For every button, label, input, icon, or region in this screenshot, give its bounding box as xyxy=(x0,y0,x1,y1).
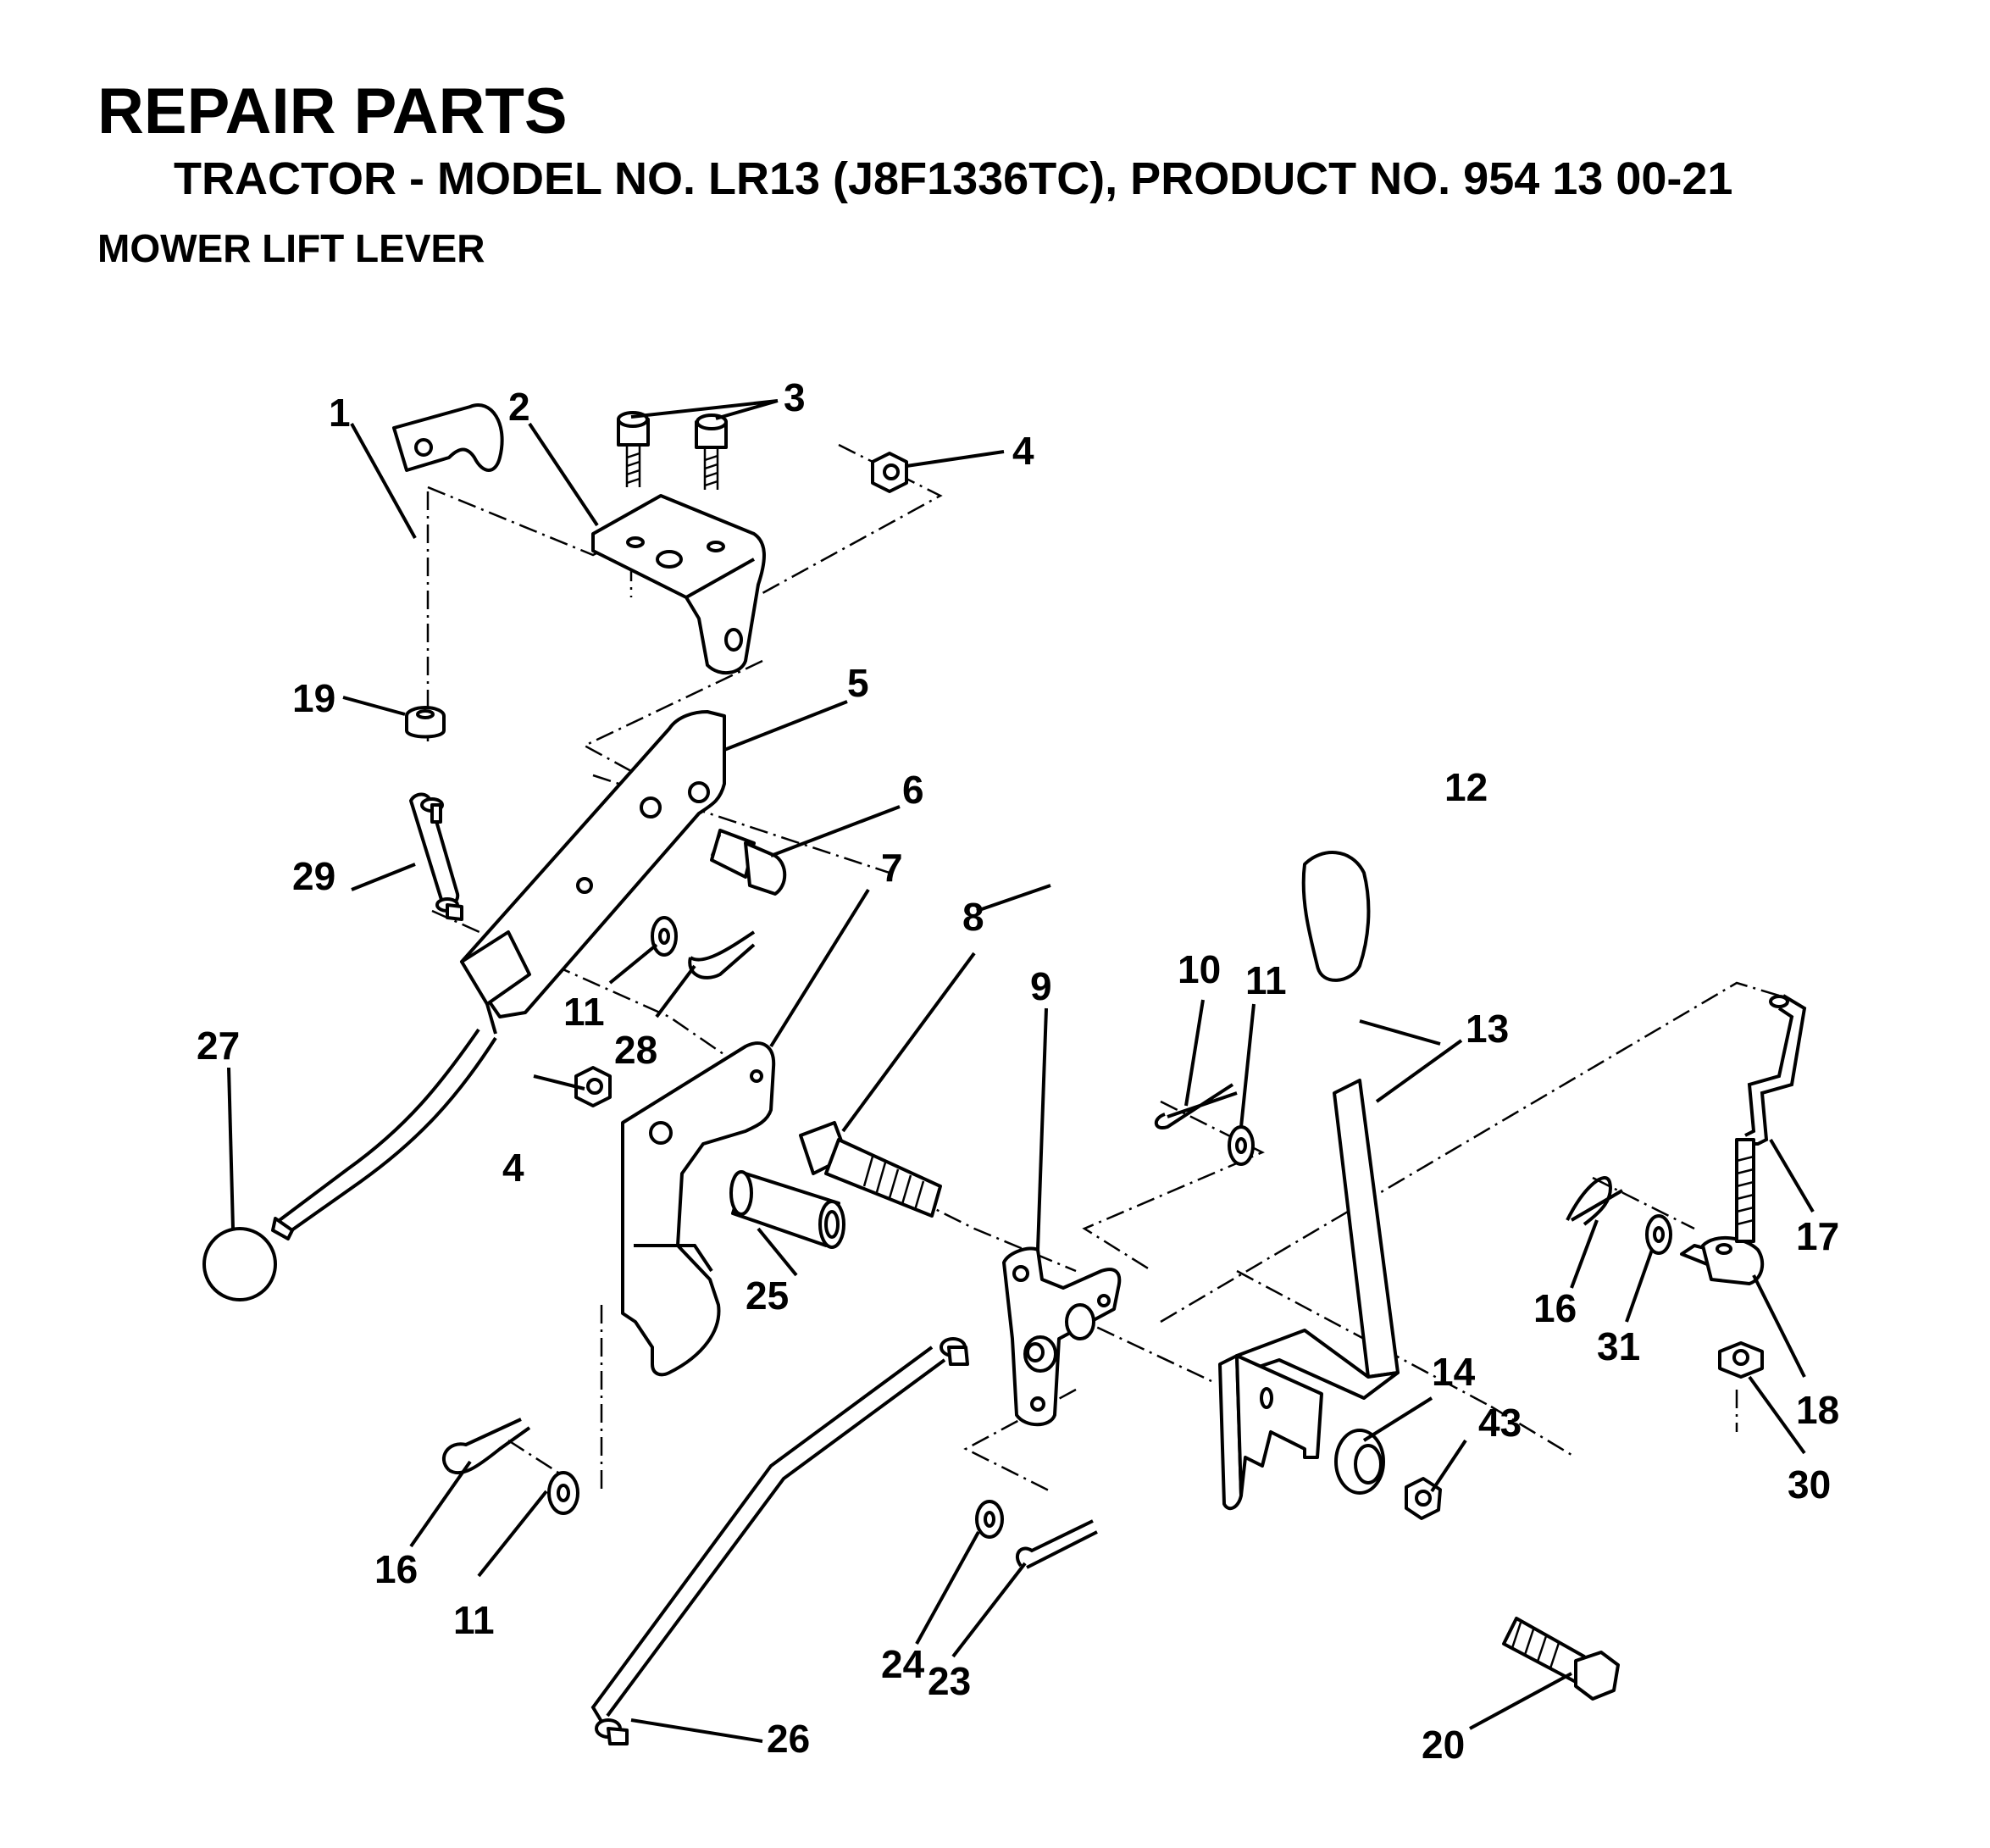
part-9-pivot-plate xyxy=(1002,1246,1122,1427)
callout-31: 31 xyxy=(1597,1324,1640,1368)
callout-13: 13 xyxy=(1466,1007,1509,1051)
callout-43: 43 xyxy=(1478,1401,1522,1445)
callout-14: 14 xyxy=(1432,1350,1476,1394)
part-3-bolts xyxy=(617,411,728,490)
part-27-cable-knob xyxy=(202,1028,497,1301)
callout-labels: 1 2 3 4 4 5 6 7 8 9 10 11 11 11 12 13 14… xyxy=(197,375,1839,1767)
part-11-washer-upper xyxy=(651,916,678,957)
part-24-washer xyxy=(975,1500,1004,1539)
section-title: MOWER LIFT LEVER xyxy=(97,226,485,270)
callout-26: 26 xyxy=(767,1717,810,1761)
part-23-cotter-pin xyxy=(1015,1519,1098,1569)
callout-20: 20 xyxy=(1422,1723,1465,1767)
callout-11-upper: 11 xyxy=(563,990,605,1034)
callout-16-right: 16 xyxy=(1533,1286,1577,1330)
callout-7: 7 xyxy=(881,846,903,890)
callout-2: 2 xyxy=(508,385,530,429)
callout-11-lower: 11 xyxy=(453,1598,495,1642)
part-26-lift-rod xyxy=(590,1337,969,1745)
part-25-spacer xyxy=(729,1170,845,1249)
part-19-nut xyxy=(405,706,446,739)
part-18-swivel xyxy=(1680,1235,1765,1285)
leader-lines xyxy=(227,399,1815,1743)
part-12-grip xyxy=(1301,851,1371,982)
part-6-bolt xyxy=(710,829,787,896)
callout-25: 25 xyxy=(746,1274,789,1318)
callout-3: 3 xyxy=(784,375,806,419)
callout-29: 29 xyxy=(292,854,335,898)
part-4-nut-lower xyxy=(574,1066,612,1107)
page-subtitle: TRACTOR - MODEL NO. LR13 (J8F1336TC), PR… xyxy=(174,153,1733,204)
callout-30: 30 xyxy=(1788,1462,1831,1507)
part-16-hairpin-right xyxy=(1566,1176,1624,1226)
part-20-bolt xyxy=(1502,1617,1620,1701)
callout-4-top: 4 xyxy=(1012,429,1034,473)
callout-8: 8 xyxy=(962,895,984,939)
callout-19: 19 xyxy=(292,676,335,720)
callout-16-left: 16 xyxy=(374,1547,418,1591)
part-30-nut xyxy=(1718,1341,1764,1379)
page-title: REPAIR PARTS xyxy=(97,75,568,147)
callout-4-lower: 4 xyxy=(502,1146,524,1190)
callout-6: 6 xyxy=(902,768,924,812)
part-17-rod xyxy=(1735,994,1807,1243)
callout-11-middle: 11 xyxy=(1245,958,1287,1002)
part-16-hairpin-left xyxy=(442,1418,531,1475)
callout-5: 5 xyxy=(847,661,869,705)
part-31-washer xyxy=(1645,1214,1672,1255)
callout-27: 27 xyxy=(197,1024,240,1068)
callout-12: 12 xyxy=(1444,765,1488,809)
part-11-washer-middle xyxy=(1228,1125,1255,1166)
part-28-hairpin xyxy=(688,930,756,979)
callout-17: 17 xyxy=(1796,1214,1839,1258)
part-10-cotter-pin xyxy=(1154,1083,1238,1129)
part-7-plate xyxy=(621,1041,776,1377)
callout-9: 9 xyxy=(1030,964,1052,1008)
callout-1: 1 xyxy=(329,391,351,435)
callout-18: 18 xyxy=(1796,1388,1839,1432)
callout-23: 23 xyxy=(928,1659,971,1703)
part-1-clip xyxy=(392,403,504,472)
part-8-bolt xyxy=(799,1121,942,1218)
part-11-washer-lower xyxy=(547,1471,579,1515)
callout-28: 28 xyxy=(614,1028,657,1072)
part-14-bushing xyxy=(1334,1429,1385,1495)
callout-24: 24 xyxy=(881,1642,925,1686)
part-4-nut-top xyxy=(871,452,908,493)
part-5-lift-arm xyxy=(460,710,726,1035)
part-2-bracket xyxy=(591,494,766,674)
part-29-link xyxy=(409,792,463,921)
callout-10: 10 xyxy=(1178,947,1221,991)
part-13-lift-lever xyxy=(1218,1079,1400,1511)
